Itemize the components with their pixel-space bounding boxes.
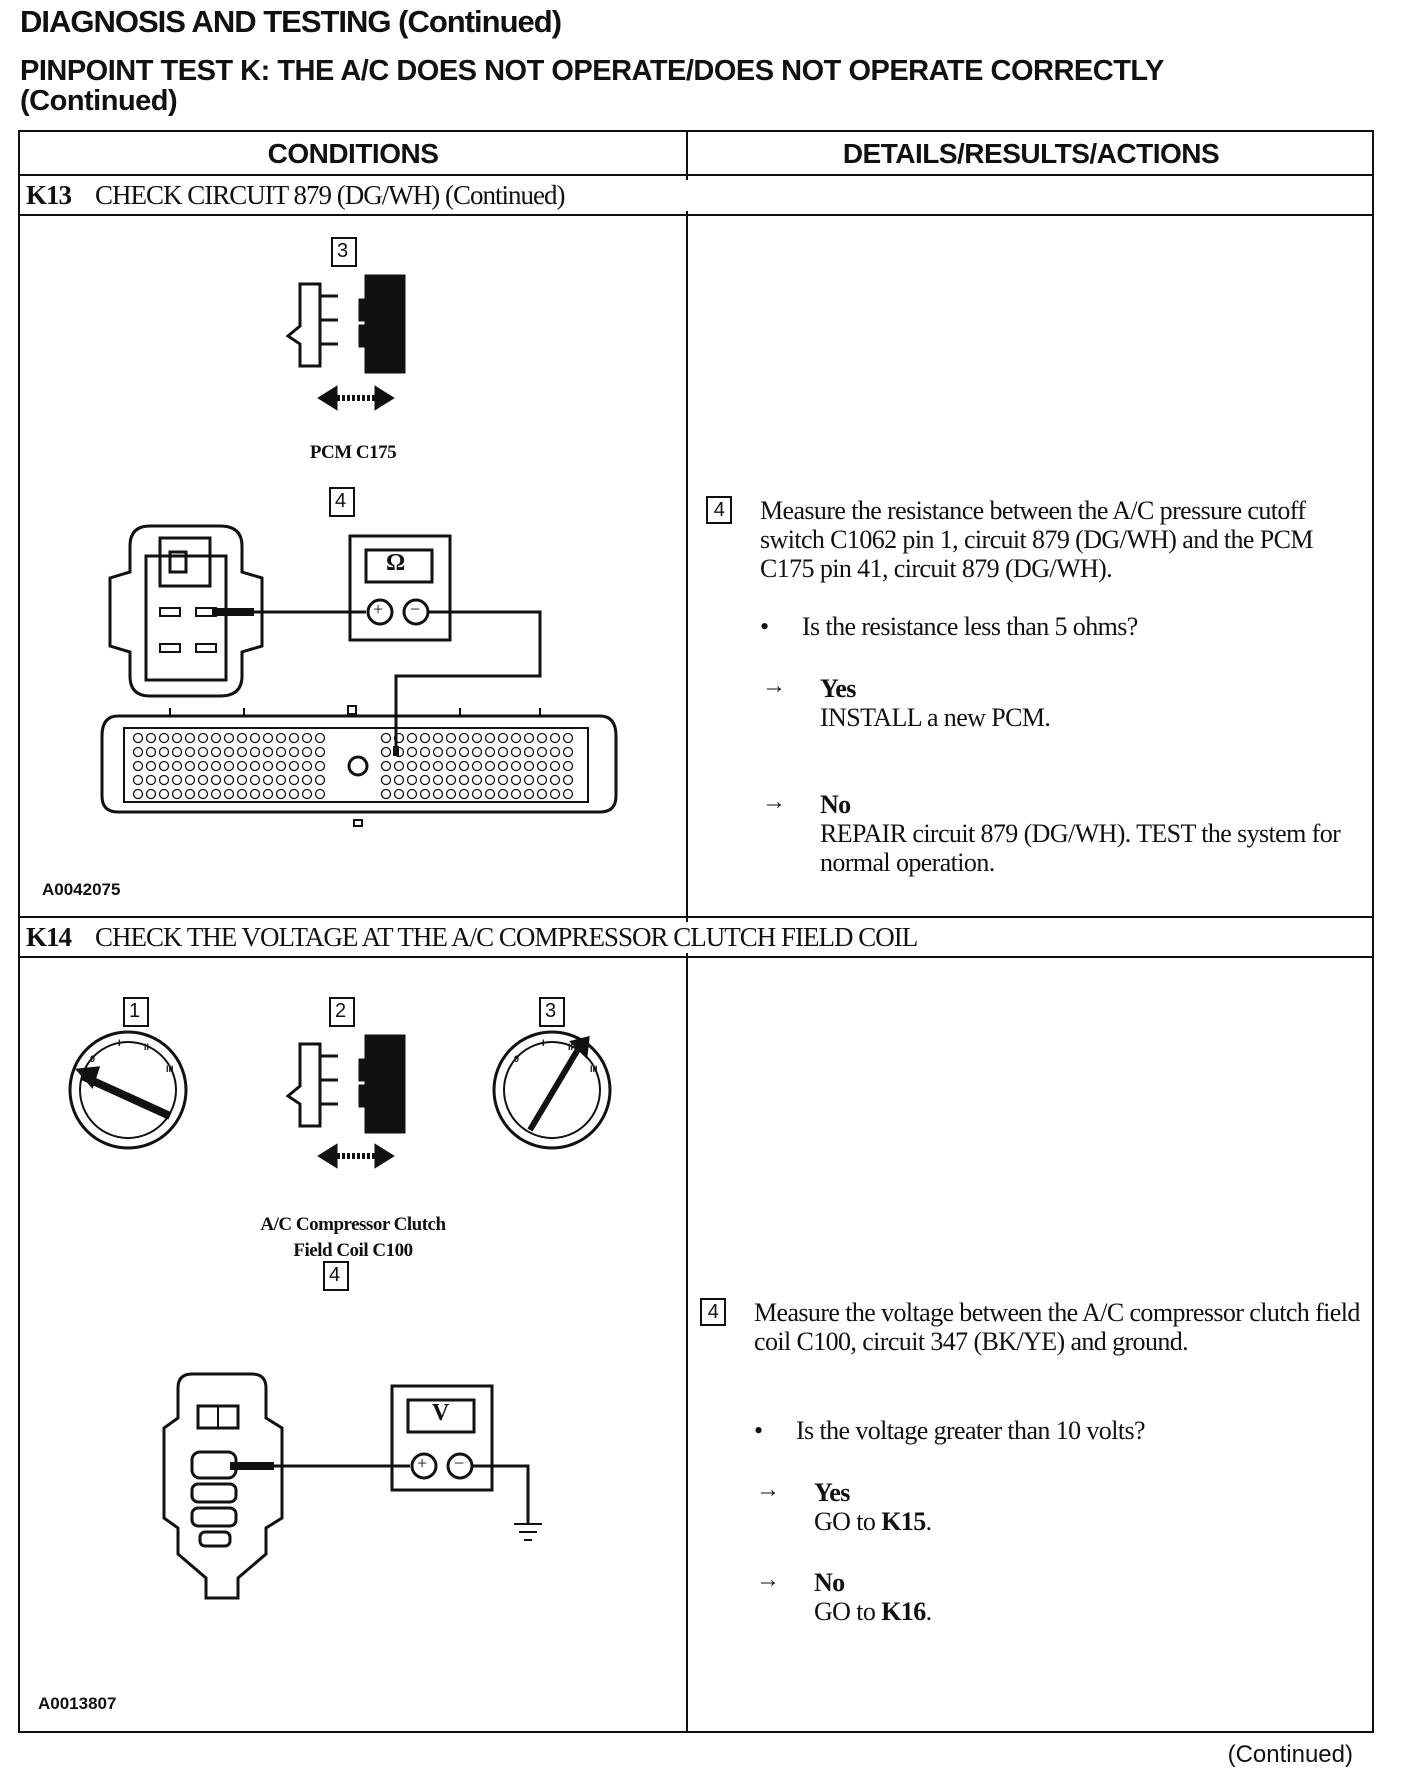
section-id: K13 bbox=[26, 180, 72, 210]
section-title: CHECK CIRCUIT 879 (DG/WH) (Continued) bbox=[95, 180, 565, 210]
test-title-line1: PINPOINT TEST K: THE A/C DOES NOT OPERAT… bbox=[20, 55, 1164, 87]
k14-step-text: Measure the voltage between the A/C comp… bbox=[754, 1298, 1360, 1356]
col-header-details: DETAILS/RESULTS/ACTIONS bbox=[842, 138, 1220, 169]
k13-question: Is the resistance less than 5 ohms? bbox=[760, 612, 1138, 642]
yes-action: GO to K15. bbox=[814, 1507, 932, 1536]
yes-label: Yes bbox=[820, 674, 856, 703]
svg-text:II: II bbox=[568, 1042, 573, 1052]
k13-result-no: → No REPAIR circuit 879 (DG/WH). TEST th… bbox=[762, 789, 1360, 877]
figure-k13: 3 PCM C175 4 Ω + − A0042075 bbox=[20, 216, 686, 916]
yes-action: INSTALL a new PCM. bbox=[820, 703, 1051, 732]
svg-text:I: I bbox=[118, 1038, 121, 1048]
k13-diagram bbox=[100, 237, 618, 827]
volt-symbol: V bbox=[432, 1400, 450, 1426]
svg-text:II: II bbox=[144, 1042, 149, 1052]
yes-label: Yes bbox=[814, 1478, 850, 1507]
no-action-target: K16 bbox=[881, 1597, 926, 1626]
section-row-k13: K13 CHECK CIRCUIT 879 (DG/WH) (Continued) bbox=[26, 180, 1366, 211]
k14-step-4: 4 Measure the voltage between the A/C co… bbox=[700, 1298, 1360, 1356]
arrow-icon: → bbox=[756, 1477, 780, 1503]
page-title: DIAGNOSIS AND TESTING (Continued) bbox=[20, 4, 562, 39]
continued-footer: (Continued) bbox=[1227, 1741, 1353, 1768]
svg-text:0: 0 bbox=[514, 1054, 519, 1064]
k14-result-yes: → Yes GO to K15. bbox=[756, 1477, 1354, 1536]
yes-action-prefix: GO to bbox=[814, 1507, 882, 1536]
k14-question: Is the voltage greater than 10 volts? bbox=[754, 1416, 1145, 1446]
k13-step-text: Measure the resistance between the A/C p… bbox=[760, 496, 1313, 583]
yes-action-target: K15 bbox=[881, 1507, 926, 1536]
no-label: No bbox=[814, 1568, 845, 1597]
arrow-icon: → bbox=[756, 1567, 780, 1593]
svg-text:III: III bbox=[590, 1064, 598, 1074]
section-divider bbox=[20, 214, 1372, 216]
no-action: REPAIR circuit 879 (DG/WH). TEST the sys… bbox=[820, 819, 1341, 877]
test-title: PINPOINT TEST K: THE A/C DOES NOT OPERAT… bbox=[20, 56, 1380, 116]
section-row-k14: K14 CHECK THE VOLTAGE AT THE A/C COMPRESS… bbox=[26, 922, 1366, 953]
k14-connector-label-line2: Field Coil C100 bbox=[293, 1240, 413, 1261]
no-label: No bbox=[820, 790, 851, 819]
k13-result-yes: → Yes INSTALL a new PCM. bbox=[762, 673, 1360, 732]
k13-step-4-label: 4 bbox=[335, 490, 347, 512]
test-title-line2: (Continued) bbox=[20, 85, 178, 117]
k14-result-no: → No GO to K16. bbox=[756, 1567, 1354, 1626]
meter-plus: + bbox=[373, 599, 384, 619]
section-title: CHECK THE VOLTAGE AT THE A/C COMPRESSOR … bbox=[95, 922, 918, 952]
k14-step-2-label: 2 bbox=[335, 1000, 347, 1022]
svg-text:III: III bbox=[166, 1064, 174, 1074]
svg-text:0: 0 bbox=[90, 1054, 95, 1064]
k14-connector-label-line1: A/C Compressor Clutch bbox=[260, 1214, 446, 1235]
meter-plus: + bbox=[417, 1453, 428, 1473]
arrow-icon: → bbox=[762, 673, 786, 699]
col-header-conditions: CONDITIONS bbox=[267, 138, 439, 169]
ohm-symbol: Ω bbox=[386, 550, 406, 576]
section-divider bbox=[20, 916, 1372, 918]
no-action-prefix: GO to bbox=[814, 1597, 882, 1626]
no-action: GO to K16. bbox=[814, 1597, 932, 1626]
k13-connector-label: PCM C175 bbox=[309, 442, 397, 463]
k14-step-3-label: 3 bbox=[545, 1000, 557, 1022]
k14-step-number: 4 bbox=[700, 1298, 726, 1326]
arrow-icon: → bbox=[762, 789, 786, 815]
k14-figure-id: A0013807 bbox=[38, 1694, 117, 1713]
k14-step-4-label: 4 bbox=[329, 1264, 341, 1286]
k13-step-3-label: 3 bbox=[337, 240, 349, 262]
meter-minus: − bbox=[410, 599, 421, 619]
k14-connector-label: A/C Compressor Clutch Field Coil C100 bbox=[20, 1212, 686, 1264]
svg-text:I: I bbox=[542, 1038, 545, 1048]
k13-step-4: 4 Measure the resistance between the A/C… bbox=[706, 496, 1360, 583]
k13-step-number: 4 bbox=[706, 496, 732, 524]
meter-minus: − bbox=[454, 1453, 465, 1473]
k13-figure-id: A0042075 bbox=[42, 880, 121, 899]
section-divider bbox=[20, 956, 1372, 958]
section-id: K14 bbox=[26, 922, 72, 952]
k14-step-1-label: 1 bbox=[129, 1000, 141, 1022]
header-divider bbox=[20, 174, 1372, 176]
